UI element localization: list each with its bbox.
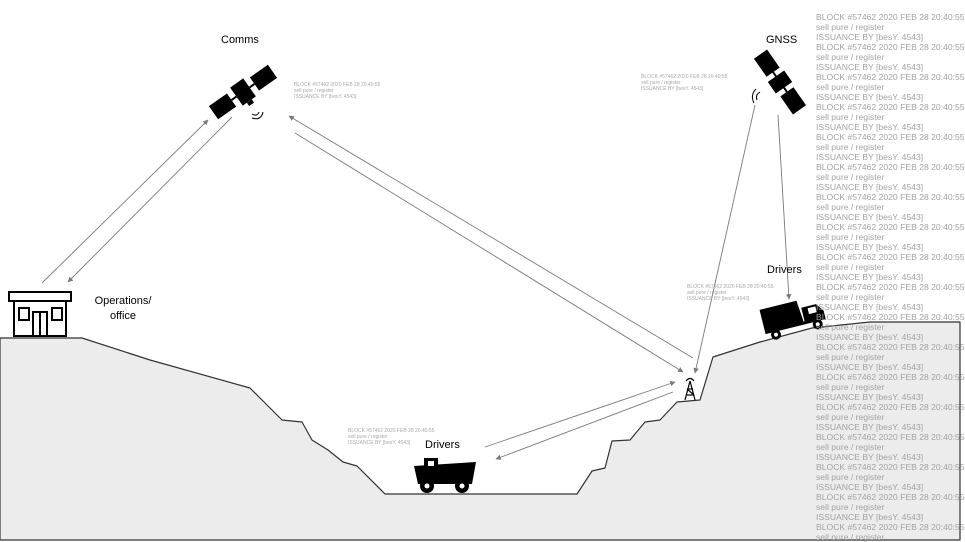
log-line: BLOCK #57462 2020 FEB 28 20:40:55: [816, 102, 965, 112]
arrow-gnss-to-tower: [693, 104, 756, 374]
log-line: BLOCK #57462 2020 FEB 28 20:40:55: [816, 432, 965, 442]
log-line: sell pure / register: [816, 412, 885, 422]
operations-label-line-2: office: [109, 310, 137, 322]
log-line: BLOCK #57462 2020 FEB 28 20:40:55: [816, 132, 965, 142]
comms-signal-waves: [251, 111, 264, 120]
stamp-line: ISSUANCE BY [besY. 4543]: [294, 94, 357, 100]
stamp-pit: BLOCK #57462 2020 FEB 28 20:40:55 sell p…: [348, 428, 434, 446]
log-line: sell pure / register: [816, 22, 885, 32]
stamp-line: ISSUANCE BY [besY. 4543]: [348, 440, 411, 446]
stamp-line: ISSUANCE BY [besY. 4543]: [687, 296, 750, 302]
log-line: sell pure / register: [816, 502, 885, 512]
dump-truck-icon: [759, 300, 826, 340]
log-line: BLOCK #57462 2020 FEB 28 20:40:55: [816, 42, 965, 52]
arrow-comms-to-tower: [294, 132, 684, 373]
stamp-comms: BLOCK #57462 2020 FEB 28 20:40:55 sell p…: [294, 82, 380, 100]
log-line: sell pure / register: [816, 232, 885, 242]
drivers-label-upper: Drivers: [767, 264, 802, 276]
log-line: ISSUANCE BY [besY. 4543]: [816, 62, 924, 72]
log-line: ISSUANCE BY [besY. 4543]: [816, 452, 924, 462]
stamp-line: BLOCK #57462 2020 FEB 28 20:40:55: [687, 284, 774, 290]
log-line: BLOCK #57462 2020 FEB 28 20:40:55: [816, 162, 965, 172]
log-line: BLOCK #57462 2020 FEB 28 20:40:55: [816, 342, 965, 352]
stamp-line: ISSUANCE BY [besY. 4543]: [641, 86, 704, 92]
haul-truck-icon: [414, 458, 476, 493]
comms-satellite-icon: [208, 64, 278, 120]
stamp-line: sell pure / register: [294, 88, 334, 94]
log-line: sell pure / register: [816, 292, 885, 302]
log-line: sell pure / register: [816, 142, 885, 152]
log-line: ISSUANCE BY [besY. 4543]: [816, 92, 924, 102]
arrow-gnss-to-truck: [777, 114, 792, 300]
log-line: sell pure / register: [816, 532, 885, 542]
stamp-line: sell pure / register: [348, 434, 388, 440]
log-line: BLOCK #57462 2020 FEB 28 20:40:55: [816, 402, 965, 412]
log-line: sell pure / register: [816, 82, 885, 92]
stamp-line: sell pure / register: [641, 80, 681, 86]
log-line: BLOCK #57462 2020 FEB 28 20:40:55: [816, 462, 965, 472]
stamp-line: BLOCK #57462 2020 FEB 28 20:40:55: [641, 74, 728, 80]
gnss-signal-waves: [751, 88, 761, 104]
log-line: ISSUANCE BY [besY. 4543]: [816, 212, 924, 222]
log-line: BLOCK #57462 2020 FEB 28 20:40:55: [816, 492, 965, 502]
log-line: ISSUANCE BY [besY. 4543]: [816, 482, 924, 492]
stamp-line: BLOCK #57462 2020 FEB 28 20:40:55: [294, 82, 381, 88]
log-line: ISSUANCE BY [besY. 4543]: [816, 122, 924, 132]
log-line: BLOCK #57462 2020 FEB 28 20:40:55: [816, 282, 965, 292]
operations-label-line-1: Operations/: [94, 295, 152, 307]
log-line: BLOCK #57462 2020 FEB 28 20:40:55: [816, 252, 965, 262]
log-line: sell pure / register: [816, 442, 885, 452]
log-line: BLOCK #57462 2020 FEB 28 20:40:55: [816, 12, 965, 22]
arrow-tower-to-truck: [495, 391, 674, 460]
arrow-tower-to-comms: [288, 115, 694, 359]
gnss-satellite-icon: [753, 49, 807, 115]
comms-label: Comms: [221, 34, 259, 46]
log-line: sell pure / register: [816, 262, 885, 272]
log-line: BLOCK #57462 2020 FEB 28 20:40:55: [816, 522, 965, 532]
log-line: sell pure / register: [816, 172, 885, 182]
log-line: BLOCK #57462 2020 FEB 28 20:40:55: [816, 312, 965, 322]
log-line: sell pure / register: [816, 382, 885, 392]
log-line: sell pure / register: [816, 322, 885, 332]
gnss-label: GNSS: [766, 34, 798, 46]
log-line: ISSUANCE BY [besY. 4543]: [816, 272, 924, 282]
log-line: ISSUANCE BY [besY. 4543]: [816, 242, 924, 252]
log-line: ISSUANCE BY [besY. 4543]: [816, 512, 924, 522]
log-line: sell pure / register: [816, 202, 885, 212]
log-line: ISSUANCE BY [besY. 4543]: [816, 302, 924, 312]
log-line: sell pure / register: [816, 52, 885, 62]
log-line: sell pure / register: [816, 112, 885, 122]
stamp-line: BLOCK #57462 2020 FEB 28 20:40:55: [348, 428, 435, 434]
terrain-ground: [0, 321, 961, 541]
log-line: ISSUANCE BY [besY. 4543]: [816, 32, 924, 42]
stamp-gnss: BLOCK #57462 2020 FEB 28 20:40:55 sell p…: [641, 74, 727, 92]
arrow-comms-to-office: [67, 116, 233, 283]
log-line: ISSUANCE BY [besY. 4543]: [816, 332, 924, 342]
arrow-truck-to-tower: [484, 381, 676, 448]
log-line: BLOCK #57462 2020 FEB 28 20:40:55: [816, 192, 965, 202]
signal-arrows: [41, 104, 792, 460]
log-line: ISSUANCE BY [besY. 4543]: [816, 182, 924, 192]
log-line: BLOCK #57462 2020 FEB 28 20:40:55: [816, 372, 965, 382]
log-line: sell pure / register: [816, 352, 885, 362]
radio-tower-icon: [684, 377, 696, 401]
log-line: ISSUANCE BY [besY. 4543]: [816, 392, 924, 402]
log-line: ISSUANCE BY [besY. 4543]: [816, 362, 924, 372]
log-line: BLOCK #57462 2020 FEB 28 20:40:55: [816, 72, 965, 82]
log-line: sell pure / register: [816, 472, 885, 482]
drivers-label-lower: Drivers: [425, 439, 460, 451]
operations-office-icon: [8, 291, 72, 337]
log-line: ISSUANCE BY [besY. 4543]: [816, 152, 924, 162]
log-line: BLOCK #57462 2020 FEB 28 20:40:55: [816, 222, 965, 232]
stamp-tower: BLOCK #57462 2020 FEB 28 20:40:55 sell p…: [687, 284, 773, 302]
operations-office-label: Operations/ office: [95, 294, 152, 324]
arrow-office-to-comms: [41, 119, 209, 284]
log-line: ISSUANCE BY [besY. 4543]: [816, 422, 924, 432]
stamp-line: sell pure / register: [687, 290, 727, 296]
